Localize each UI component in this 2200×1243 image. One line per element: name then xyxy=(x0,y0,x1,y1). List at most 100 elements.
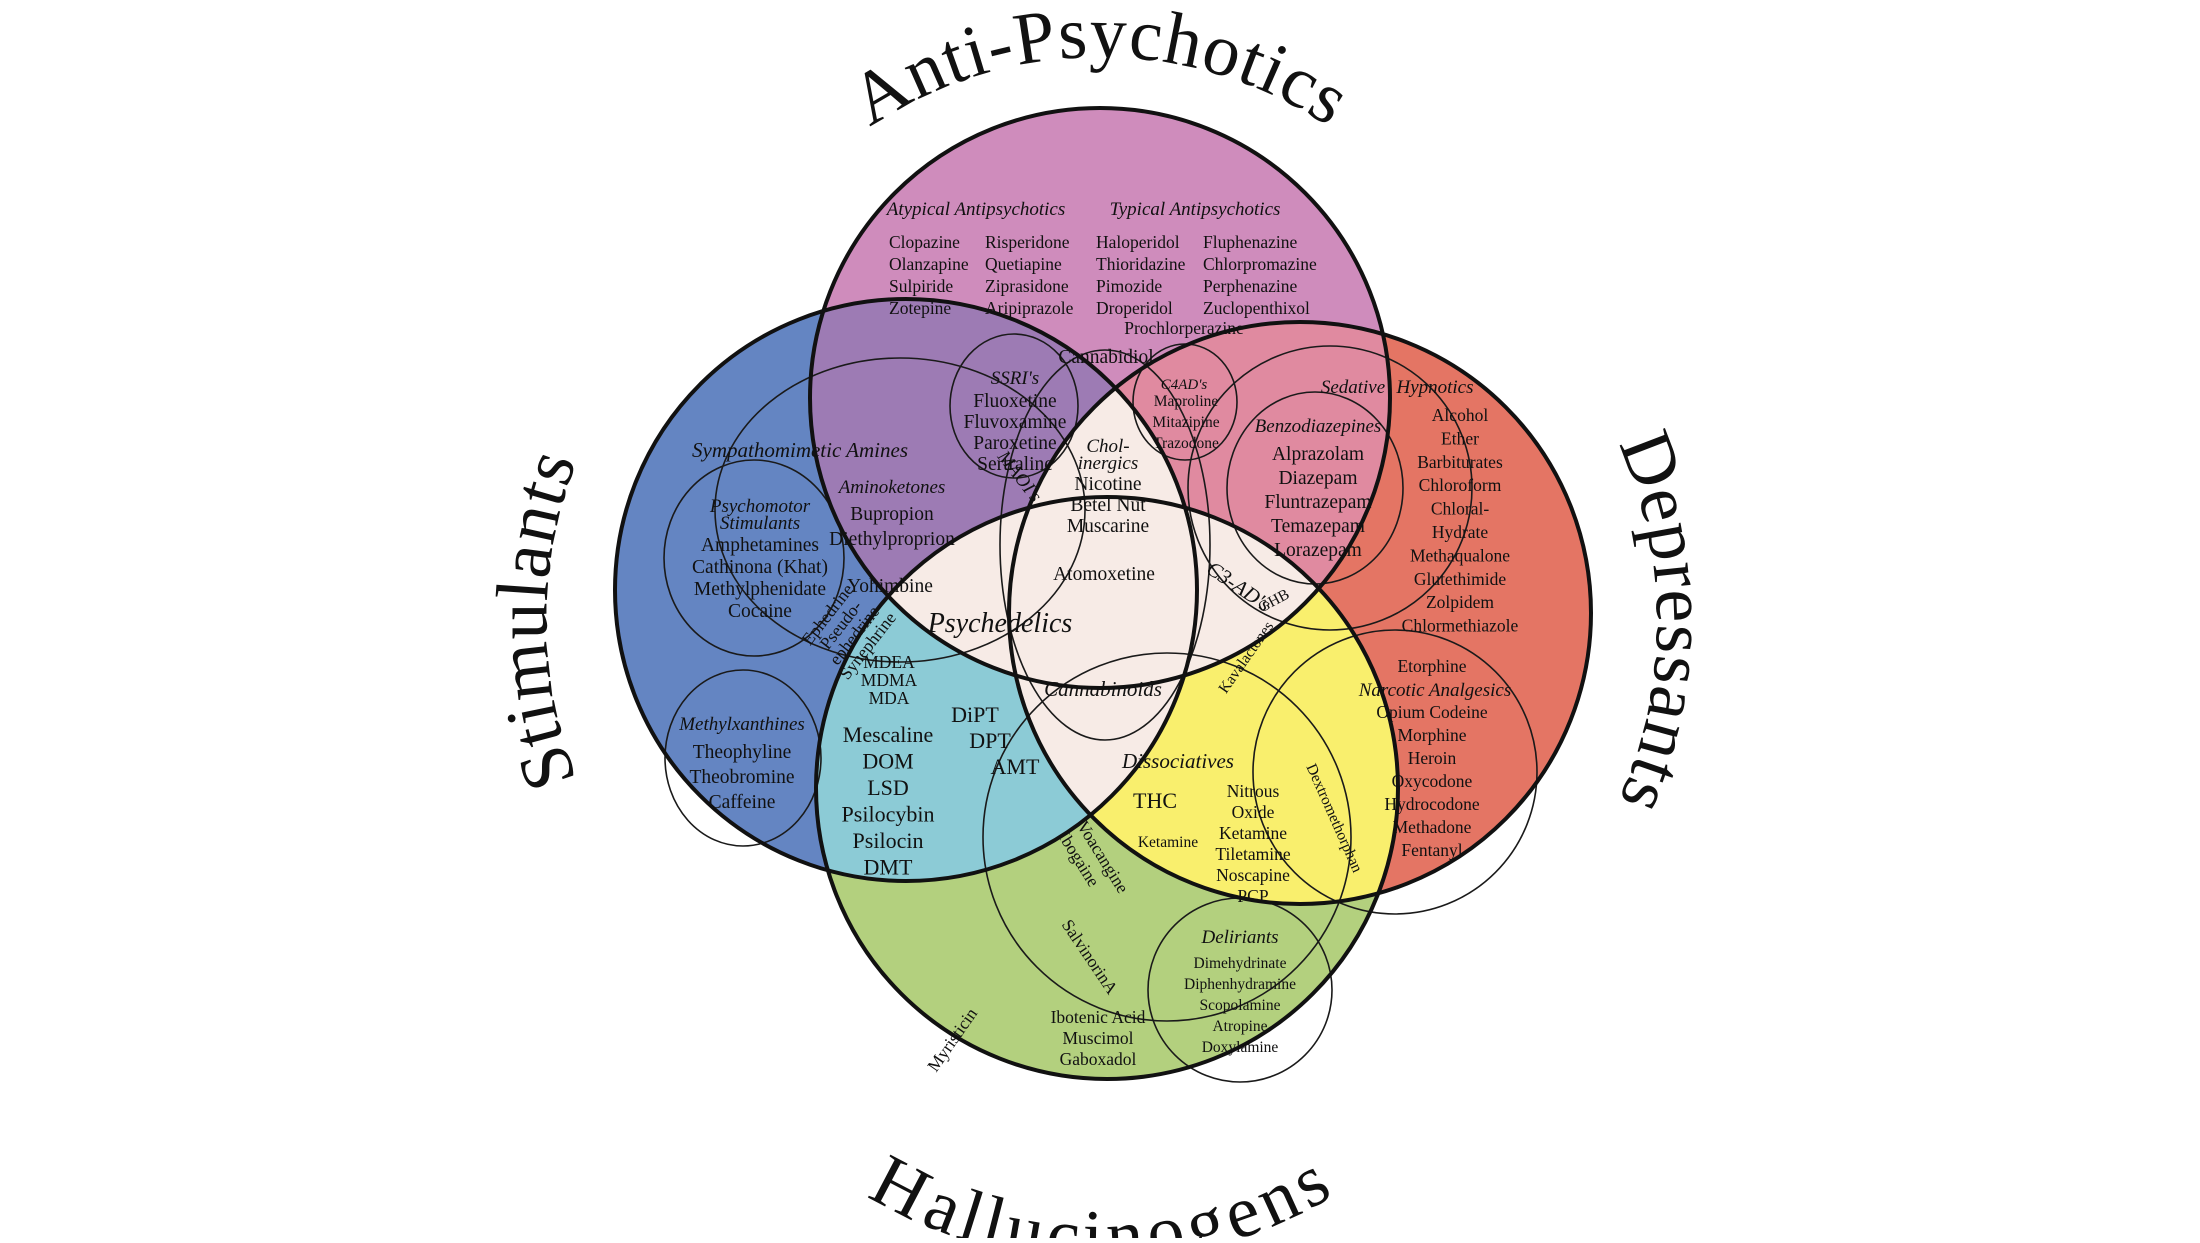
list-item: Tiletamine xyxy=(1215,844,1290,864)
title-hallucinogens: Hallucinogens xyxy=(858,1139,1343,1238)
list-item: Chloral- xyxy=(1431,499,1489,519)
list-item: Clopazine xyxy=(889,232,960,252)
list-item: Nicotine xyxy=(1074,474,1141,495)
list-item: Chloroform xyxy=(1419,475,1502,495)
list-item: Fentanyl xyxy=(1401,840,1462,860)
atomoxetine-label: Atomoxetine xyxy=(1053,564,1155,585)
typical-label: Typical Antipsychotics xyxy=(1110,199,1281,220)
title-stimulants: Stimulants xyxy=(481,438,593,800)
methylxanthines-label: Methylxanthines xyxy=(678,714,805,735)
deliriants-label: Deliriants xyxy=(1200,927,1278,948)
list-item: Ketamine xyxy=(1219,823,1287,843)
dissociatives-circle xyxy=(982,652,1352,1022)
aminoketones-label: Aminoketones xyxy=(837,477,946,498)
center-section: Atomoxetine Psychedelics Cannabinoids xyxy=(927,564,1162,701)
list-item: Fluvoxamine xyxy=(964,412,1067,433)
list-item: Noscapine xyxy=(1216,865,1290,885)
stimulants-outline xyxy=(613,297,1199,883)
list-item: Quetiapine xyxy=(985,254,1062,274)
yohimbine-label: Yohimbine xyxy=(847,576,933,597)
list-item: Opium Codeine xyxy=(1376,702,1488,722)
atypical-label: Atypical Antipsychotics xyxy=(885,199,1066,220)
list-item: Gaboxadol xyxy=(1060,1049,1137,1069)
list-item: Aripiprazole xyxy=(985,298,1074,318)
list-item: Chlorpromazine xyxy=(1203,254,1317,274)
list-item: Bupropion xyxy=(850,504,934,525)
narcotic-analgesics-circle xyxy=(1252,629,1538,915)
list-item: Olanzapine xyxy=(889,254,969,274)
list-item: Heroin xyxy=(1408,748,1457,768)
list-item: Fluphenazine xyxy=(1203,232,1298,252)
list-item: Etorphine xyxy=(1397,656,1466,676)
list-item: Fluntrazepam xyxy=(1264,492,1371,513)
list-item: Psilocin xyxy=(853,828,924,853)
depressants-section: Sedative Hypnotics Benzodiazepines Alpra… xyxy=(1255,377,1519,860)
list-item: Oxycodone xyxy=(1392,771,1473,791)
list-item: Theobromine xyxy=(689,767,794,788)
psychomotor-stimulants-circle xyxy=(663,459,845,657)
psychomotor-label-2: Stimulants xyxy=(720,513,800,534)
list-item: Mescaline xyxy=(843,722,933,747)
list-item: Atropine xyxy=(1212,1018,1267,1035)
ssri-label: SSRI's xyxy=(991,368,1039,389)
psychedelics-label: Psychedelics xyxy=(927,608,1073,639)
list-item: Mitazipine xyxy=(1152,414,1219,431)
title-depressants: Depressants xyxy=(1603,420,1723,826)
narcotic-label: Narcotic Analgesics xyxy=(1358,680,1512,701)
cholinergics-label-1: Chol- xyxy=(1086,436,1129,457)
sympathomimetic-label: Sympathomimetic Amines xyxy=(692,438,908,462)
region-fills xyxy=(615,108,1591,1079)
list-item: Methaqualone xyxy=(1410,545,1510,565)
sympathomimetic-amines-circle xyxy=(714,357,1086,663)
prochlorperazine-label: Prochlorperazine xyxy=(1124,318,1244,338)
list-item: Glutethimide xyxy=(1414,569,1507,589)
list-item: Morphine xyxy=(1397,725,1466,745)
list-item: Paroxetine xyxy=(973,433,1056,454)
list-item: Diazepam xyxy=(1278,468,1357,489)
list-item: Lorazepam xyxy=(1274,540,1362,561)
subgroup-circles xyxy=(663,333,1538,1083)
list-item: Caffeine xyxy=(709,792,776,813)
list-item: Diethylproprion xyxy=(829,529,955,550)
list-item: Cathinona (Khat) xyxy=(692,557,828,578)
dpt-label: DPT xyxy=(969,728,1011,753)
main-outlines xyxy=(613,106,1593,1081)
methylxanthines-circle xyxy=(664,669,822,847)
list-item: Barbiturates xyxy=(1417,452,1503,472)
hallucinogens-outline xyxy=(814,495,1400,1081)
list-item: Droperidol xyxy=(1096,298,1173,318)
list-item: Muscarine xyxy=(1067,516,1149,537)
list-item: MDMA xyxy=(861,670,918,690)
list-item: Cocaine xyxy=(728,601,792,622)
benzodiazepines-label: Benzodiazepines xyxy=(1255,416,1382,437)
dipt-label: DiPT xyxy=(951,702,999,727)
list-item: Amphetamines xyxy=(701,535,819,556)
list-item: MDA xyxy=(869,688,910,708)
list-item: Doxylamine xyxy=(1202,1039,1279,1056)
list-item: Thioridazine xyxy=(1096,254,1186,274)
list-item: Haloperidol xyxy=(1096,232,1180,252)
sedative-label: Sedative xyxy=(1321,377,1385,398)
list-item: Alcohol xyxy=(1432,405,1489,425)
list-item: Psilocybin xyxy=(842,802,935,827)
list-item: DMT xyxy=(864,855,913,880)
